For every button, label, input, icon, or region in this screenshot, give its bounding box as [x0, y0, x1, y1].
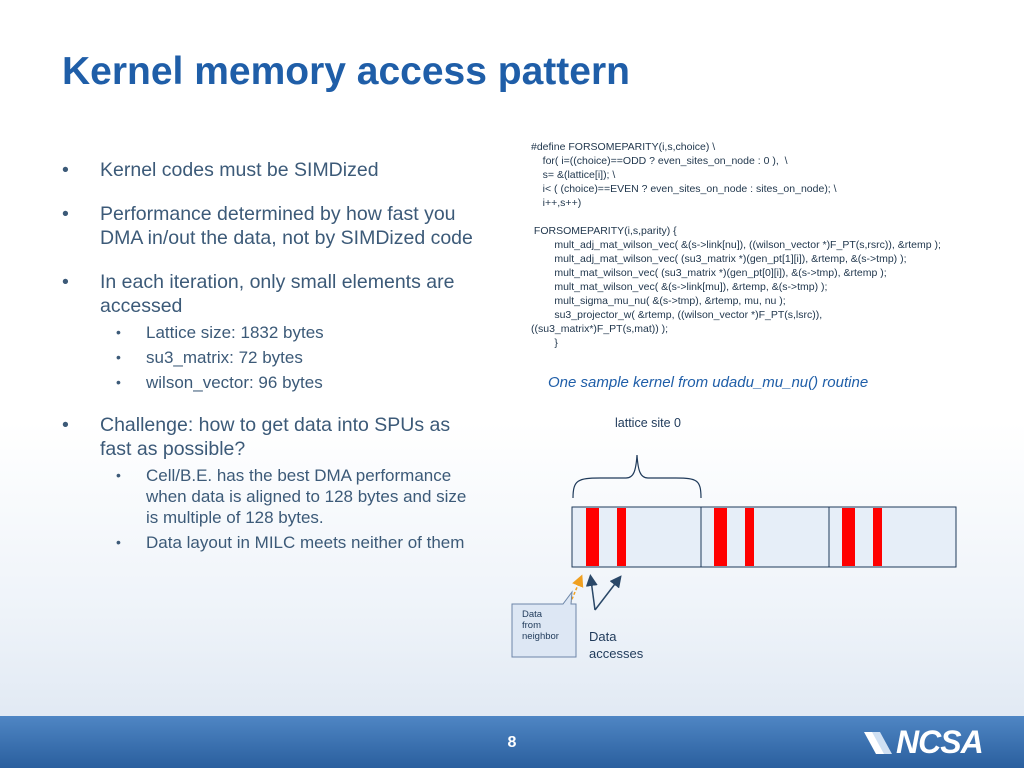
sub-bullet-item: • wilson_vector: 96 bytes	[116, 372, 482, 393]
footer-bar	[0, 716, 1024, 768]
sub-bullet-item: • Lattice size: 1832 bytes	[116, 322, 482, 343]
access-bar	[745, 508, 754, 566]
sub-bullet-dot-icon: •	[116, 349, 121, 365]
bullet-item: • Kernel codes must be SIMDized	[62, 158, 482, 182]
data-accesses-label: Data accesses	[589, 629, 644, 661]
code-line: mult_mat_wilson_vec( (su3_matrix *)(gen_…	[531, 267, 887, 279]
bullet-text: Performance determined by how fast you D…	[100, 203, 473, 249]
code-line: mult_sigma_mu_nu( &(s->tmp), &rtemp, mu,…	[531, 295, 786, 307]
code-line: i++,s++)	[531, 197, 582, 209]
code-line: i< ( (choice)==EVEN ? even_sites_on_node…	[531, 183, 837, 195]
access-arrow-icon	[594, 575, 622, 611]
page-number: 8	[507, 734, 517, 751]
code-line: mult_adj_mat_wilson_vec( (su3_matrix *)(…	[531, 253, 907, 265]
code-line: for( i=((choice)==ODD ? even_sites_on_no…	[531, 155, 788, 167]
access-bar	[873, 508, 882, 566]
sub-bullet-item: • su3_matrix: 72 bytes	[116, 347, 482, 368]
access-bar	[586, 508, 599, 566]
sub-bullet-dot-icon: •	[116, 467, 121, 483]
sub-bullet-text: wilson_vector: 96 bytes	[146, 373, 323, 392]
code-line: }	[531, 337, 558, 349]
bullet-dot-icon: •	[62, 414, 69, 436]
access-bar	[617, 508, 626, 566]
sub-bullet-item: • Cell/B.E. has the best DMA performance …	[116, 465, 482, 528]
neighbor-callout-box	[511, 590, 577, 658]
ncsa-logo-mark-icon	[864, 732, 892, 754]
bullet-list: • Kernel codes must be SIMDized • Perfor…	[62, 158, 482, 573]
bullet-text: In each iteration, only small elements a…	[100, 271, 455, 317]
sub-bullet-text: Lattice size: 1832 bytes	[146, 323, 324, 342]
code-line: ((su3_matrix*)F_PT(s,mat)) );	[531, 323, 669, 335]
bullet-dot-icon: •	[62, 203, 69, 225]
code-caption: One sample kernel from udadu_mu_nu() rou…	[548, 374, 869, 391]
code-line: s= &(lattice[i]); \	[531, 169, 616, 181]
sub-bullet-dot-icon: •	[116, 324, 121, 340]
bullet-item: • Performance determined by how fast you…	[62, 202, 482, 250]
bullet-text: Challenge: how to get data into SPUs as …	[100, 414, 451, 460]
access-bar	[842, 508, 855, 566]
lattice-site-label: lattice site 0	[615, 416, 682, 430]
bullet-text: Kernel codes must be SIMDized	[100, 159, 379, 181]
neighbor-callout-text: Data from neighbor	[522, 609, 559, 642]
lattice-site-brace	[572, 454, 702, 499]
bullet-dot-icon: •	[62, 159, 69, 181]
bullet-item: • In each iteration, only small elements…	[62, 270, 482, 393]
neighbor-arrow-icon	[569, 574, 584, 605]
sub-bullet-text: su3_matrix: 72 bytes	[146, 348, 303, 367]
code-line: mult_mat_wilson_vec( &(s->link[mu]), &rt…	[531, 281, 828, 293]
sub-bullet-text: Data layout in MILC meets neither of the…	[146, 533, 465, 552]
sub-bullet-dot-icon: •	[116, 534, 121, 550]
sub-bullet-item: • Data layout in MILC meets neither of th…	[116, 532, 482, 553]
code-line: FORSOMEPARITY(i,s,parity) {	[531, 225, 677, 237]
bullet-dot-icon: •	[62, 271, 69, 293]
sub-bullet-text: Cell/B.E. has the best DMA performance w…	[146, 466, 467, 527]
sub-bullet-dot-icon: •	[116, 374, 121, 390]
ncsa-logo: NCSA	[896, 724, 984, 760]
code-block: #define FORSOMEPARITY(i,s,choice) \ for(…	[531, 140, 1011, 350]
slide-title: Kernel memory access pattern	[62, 50, 630, 93]
code-line: #define FORSOMEPARITY(i,s,choice) \	[531, 141, 716, 153]
access-arrow-icon	[585, 574, 598, 611]
bullet-item: • Challenge: how to get data into SPUs a…	[62, 413, 482, 553]
code-line: su3_projector_w( &rtemp, ((wilson_vector…	[531, 309, 823, 321]
access-bar	[714, 508, 727, 566]
code-line: mult_adj_mat_wilson_vec( &(s->link[nu]),…	[531, 239, 941, 251]
